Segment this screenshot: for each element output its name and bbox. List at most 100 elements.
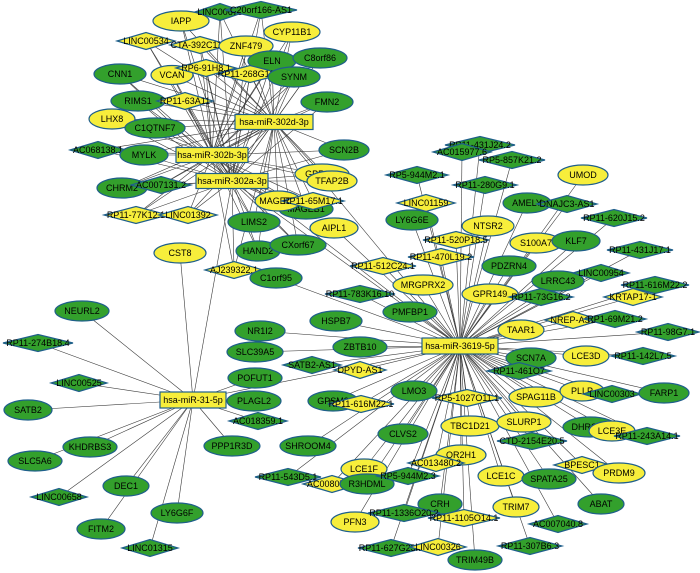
node-abat[interactable]: ABAT [577, 493, 625, 515]
node-fmn2[interactable]: FMN2 [300, 91, 354, 113]
node-rp11-620j15-2[interactable]: RP11-620J15.2 [580, 208, 648, 228]
hub-hsa-mir-31-5p[interactable]: hsa-miR-31-5p [159, 391, 227, 409]
node-ppp1r3d[interactable]: PPP1R3D [203, 435, 261, 457]
node-rp5-1027o11-1[interactable]: RP5-1027O11.1 [431, 388, 503, 408]
hub-hsa-mir-302b-3p[interactable]: hsa-miR-302b-3p [175, 146, 249, 164]
node-scn2b[interactable]: SCN2B [318, 139, 370, 161]
node-slc5a6[interactable]: SLC5A6 [7, 450, 63, 472]
node-rp11-98g7-1[interactable]: RP11-98G7.1 [634, 322, 700, 342]
node-rp11-142l7-5[interactable]: RP11-142L7.5 [608, 346, 678, 366]
node-klf7[interactable]: KLF7 [551, 230, 601, 252]
node-dpyd-as1[interactable]: DPYD-AS1 [332, 360, 388, 380]
node-ac068138-1[interactable]: AC068138.1 [67, 140, 129, 160]
edge [459, 345, 471, 427]
node-taar1[interactable]: TAAR1 [497, 319, 545, 341]
node-linc01392[interactable]: LINC01392 [156, 205, 220, 225]
node-c1orf95[interactable]: C1orf95 [249, 267, 303, 289]
node-linc00534[interactable]: LINC00534 [114, 31, 178, 51]
node-linc01159[interactable]: LINC01159 [394, 193, 458, 213]
node-rp5-944m2-1[interactable]: RP5-944M2.1 [383, 165, 451, 185]
mrna-ellipse [152, 10, 210, 32]
hub-hsa-mir-302d-3p[interactable]: hsa-miR-302d-3p [234, 113, 314, 131]
node-aipl1[interactable]: AIPL1 [309, 217, 359, 239]
node-satb2[interactable]: SATB2 [3, 399, 53, 421]
mirna-rectangle [175, 146, 249, 164]
node-hspb7[interactable]: HSPB7 [309, 310, 363, 332]
node-cnn1[interactable]: CNN1 [93, 63, 147, 85]
lncrna-diamond [606, 240, 674, 260]
node-fitm2[interactable]: FITM2 [76, 518, 126, 540]
node-zbtb10[interactable]: ZBTB10 [332, 336, 388, 358]
node-c1qtnf7[interactable]: C1QTNF7 [124, 117, 186, 139]
node-pdzrn4[interactable]: PDZRN4 [481, 255, 537, 277]
node-rp11-470l19-2[interactable]: RP11-470L19.2 [407, 247, 475, 267]
node-cyp11b1[interactable]: CYP11B1 [263, 21, 321, 43]
node-rp11-512c24-1[interactable]: RP11-512C24.1 [349, 256, 417, 276]
node-trim49b[interactable]: TRIM49B [447, 549, 503, 571]
node-satb2-as1[interactable]: SATB2-AS1 [280, 355, 344, 375]
node-dec1[interactable]: DEC1 [102, 475, 150, 497]
node-c8orf86[interactable]: C8orf86 [292, 47, 348, 69]
node-ac007040-8[interactable]: AC007040.8 [526, 514, 590, 534]
hub-hsa-mir-3619-5p[interactable]: hsa-miR-3619-5p [421, 337, 499, 355]
node-gpr149[interactable]: GPR149 [461, 283, 519, 305]
node-slurp1[interactable]: SLURP1 [496, 411, 552, 433]
node-pmfbp1[interactable]: PMFBP1 [382, 301, 438, 323]
node-ctd-2154e20-5[interactable]: CTD-2154E20.5 [496, 431, 568, 451]
node-pofut1[interactable]: POFUT1 [227, 367, 283, 389]
mrna-ellipse [557, 164, 609, 186]
node-trim7[interactable]: TRIM7 [492, 496, 540, 518]
node-mylk[interactable]: MYLK [119, 144, 169, 166]
mirna-rectangle [234, 113, 314, 131]
node-synm[interactable]: SYNM [267, 66, 321, 88]
node-tfap2b[interactable]: TFAP2B [306, 170, 358, 192]
node-rp11-431j17-1[interactable]: RP11-431J17.1 [606, 240, 674, 260]
node-clvs2[interactable]: CLVS2 [377, 423, 429, 445]
node-mrgprx2[interactable]: MRGPRX2 [392, 274, 454, 296]
node-linc00658[interactable]: LINC00658 [28, 487, 90, 507]
node-lce1c[interactable]: LCE1C [477, 465, 525, 487]
node-linc00525[interactable]: LINC00525 [48, 373, 110, 393]
node-ly6g6f[interactable]: LY6G6F [150, 502, 204, 524]
edge [363, 345, 461, 470]
node-plagl2[interactable]: PLAGL2 [226, 390, 282, 412]
node-cxorf67[interactable]: CXorf67 [269, 234, 327, 256]
node-slc39a5[interactable]: SLC39A5 [226, 341, 284, 363]
node-rp11-274b18-4[interactable]: RP11-274B18.4 [2, 333, 74, 353]
node-lce3d[interactable]: LCE3D [562, 345, 610, 367]
node-pfn3[interactable]: PFN3 [330, 511, 380, 533]
edge [125, 399, 194, 487]
lncrna-diamond [67, 140, 129, 160]
node-khdrbs3[interactable]: KHDRBS3 [62, 436, 118, 458]
node-lims2[interactable]: LIMS2 [227, 211, 281, 233]
edge [149, 399, 194, 549]
node-rp11-280g9-1[interactable]: RP11-280G9.1 [450, 175, 520, 195]
lncrna-diamond [570, 263, 632, 283]
node-spata25[interactable]: SPATA25 [521, 468, 577, 490]
node-linc01315[interactable]: LINC01315 [119, 538, 181, 558]
node-rp11-307b6-3[interactable]: RP11-307B6.3 [495, 536, 565, 556]
node-ac018359-1[interactable]: AC018359.1 [226, 411, 290, 431]
node-shroom4[interactable]: SHROOM4 [279, 435, 337, 457]
node-rp1-69m21-2[interactable]: RP1-69M21.2 [581, 309, 649, 329]
node-umod[interactable]: UMOD [557, 164, 609, 186]
mrna-ellipse [102, 475, 150, 497]
node-rp5-857k21-2[interactable]: RP5-857K21.2 [478, 150, 546, 170]
node-farp1[interactable]: FARP1 [638, 382, 690, 404]
node-ly6g6e[interactable]: LY6G6E [385, 209, 439, 231]
node-c20orf166-as1[interactable]: C20orf166-AS1 [224, 0, 298, 20]
node-nr1i2[interactable]: NR1I2 [234, 320, 286, 342]
node-ntsr2[interactable]: NTSR2 [461, 215, 515, 237]
node-lmo3[interactable]: LMO3 [390, 380, 438, 402]
node-prdm9[interactable]: PRDM9 [592, 462, 646, 484]
node-neurl2[interactable]: NEURL2 [54, 300, 110, 322]
lncrna-diamond [430, 142, 494, 162]
edge [459, 345, 525, 423]
hub-hsa-mir-302a-3p[interactable]: hsa-miR-302a-3p [195, 172, 269, 190]
node-tbc1d21[interactable]: TBC1D21 [440, 415, 500, 437]
node-spag11b[interactable]: SPAG11B [508, 386, 564, 408]
mrna-ellipse [226, 390, 282, 412]
mrna-ellipse [382, 301, 438, 323]
node-cst8[interactable]: CST8 [153, 242, 207, 264]
